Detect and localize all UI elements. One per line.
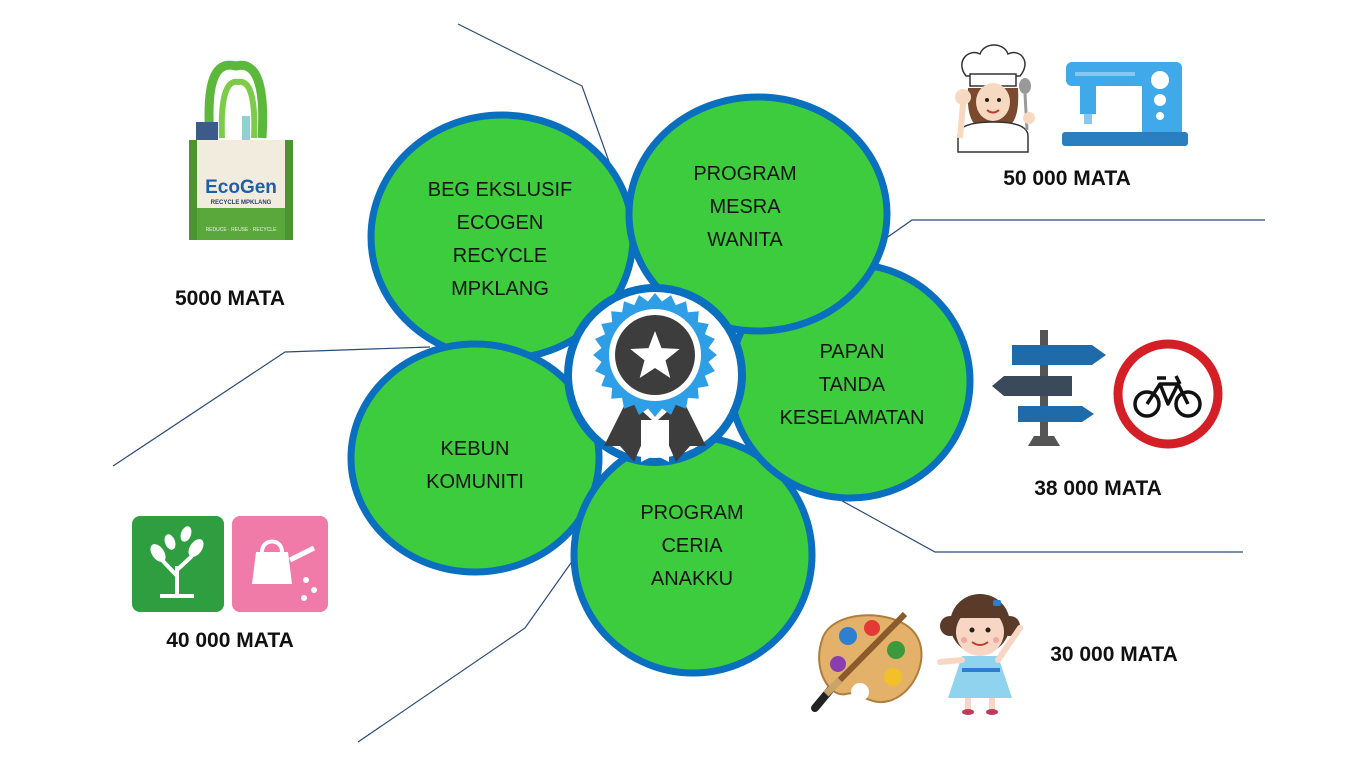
petal-label-line: WANITA (707, 229, 783, 251)
bag-footer: REDUCE · REUSE · RECYCLE (206, 227, 278, 233)
connector-wanita (861, 219, 1265, 256)
award-ribbon-star-icon (564, 284, 746, 466)
points-label-wanita: 50 000 MATA (1003, 167, 1131, 190)
sewing-machine-icon (1062, 62, 1188, 146)
petal-label-anakku: PROGRAM CERIA ANAKKU (640, 502, 743, 590)
bag-brand-sub: RECYCLE MPKLANG (211, 200, 272, 206)
petal-label-line: ANAKKU (651, 568, 733, 590)
paint-palette-icon (811, 611, 923, 712)
petal-label-line: MESRA (709, 196, 781, 218)
petal-label-line: KESELAMATAN (780, 407, 925, 429)
petal-label-line: TANDA (819, 374, 886, 396)
petal-label-line: ECOGEN (457, 212, 544, 234)
happy-girl-icon (937, 594, 1023, 715)
petal-label-wanita: PROGRAM MESRA WANITA (693, 163, 796, 251)
connector-beg (457, 23, 613, 171)
petal-label-line: KEBUN (441, 438, 510, 460)
connector-papan (834, 496, 1243, 553)
petal-label-line: CERIA (661, 535, 723, 557)
chef-woman-icon (955, 44, 1035, 153)
points-label-anakku: 30 000 MATA (1050, 643, 1178, 666)
petal-label-beg: BEG EKSLUSIF ECOGEN RECYCLE MPKLANG (428, 179, 573, 300)
connector-kebun (112, 346, 431, 467)
petal-label-line: PROGRAM (640, 502, 743, 524)
connector-anakku (357, 552, 579, 743)
petal-label-line: BEG EKSLUSIF (428, 179, 573, 201)
petal-label-line: MPKLANG (451, 278, 549, 300)
petal-kebun (347, 340, 603, 576)
petal-label-papan: PAPAN TANDA KESELAMATAN (780, 341, 925, 429)
petal-label-line: PAPAN (820, 341, 885, 363)
plant-tile-icon (132, 516, 224, 612)
petal-label-line: KOMUNITI (426, 471, 524, 493)
bag-brand-main: EcoGen (205, 177, 277, 198)
petal-wanita (625, 93, 891, 335)
petal-label-line: RECYCLE (453, 245, 547, 267)
direction-signpost-icon (992, 330, 1106, 446)
petals (347, 93, 974, 677)
points-label-beg: 5000 MATA (175, 287, 285, 310)
points-label-papan: 38 000 MATA (1034, 477, 1162, 500)
no-bicycle-sign-icon (1113, 339, 1223, 449)
petal-label-line: PROGRAM (693, 163, 796, 185)
petal-label-kebun: KEBUN KOMUNITI (426, 438, 524, 493)
ecogen-tote-bag-icon: EcoGen RECYCLE MPKLANG REDUCE · REUSE · … (189, 60, 293, 240)
watering-can-tile-icon (232, 516, 328, 612)
points-label-kebun: 40 000 MATA (166, 629, 294, 652)
